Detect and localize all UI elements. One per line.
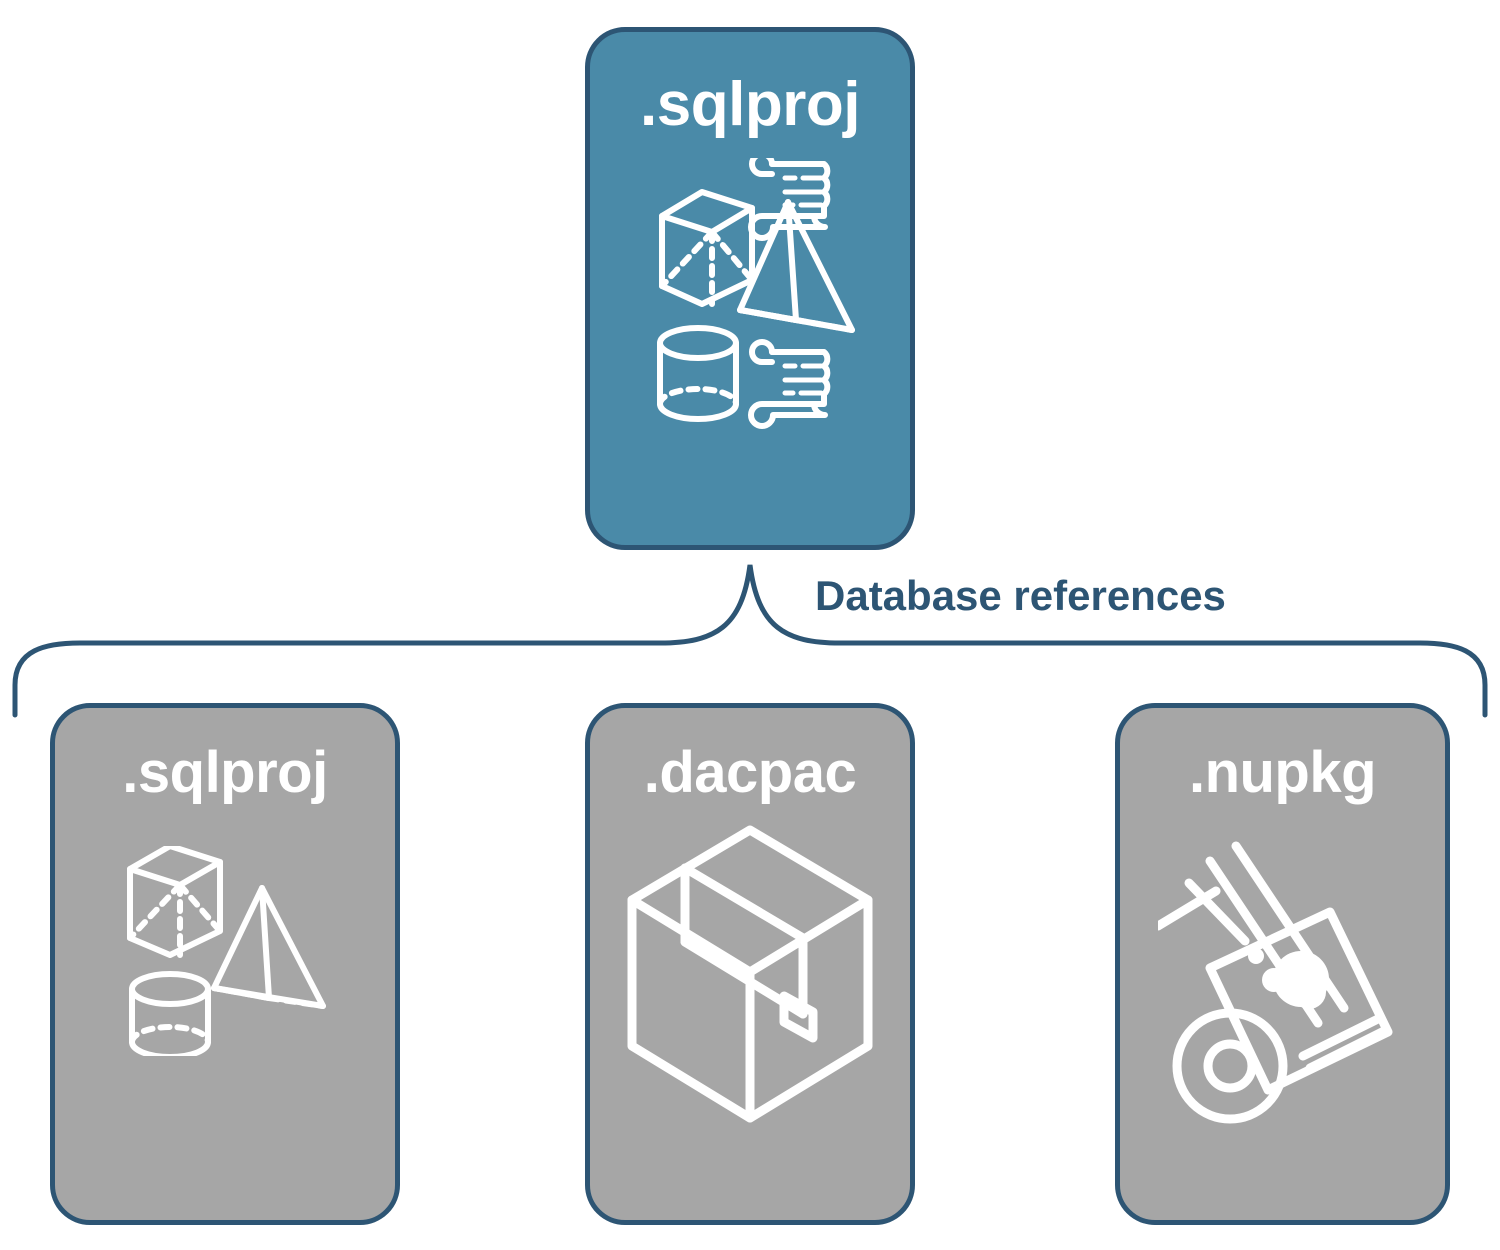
card-title: .sqlproj [122, 740, 328, 805]
node-card-sqlproj-reference[interactable]: .sqlproj [50, 703, 400, 1225]
brace-connector-label: Database references [815, 572, 1226, 619]
pyramid-shape [737, 199, 855, 333]
pyramid-shape [210, 885, 326, 1009]
cylinder-shape [128, 971, 211, 1056]
package-box-icon [627, 825, 873, 1123]
hand-truck-icon [1157, 841, 1392, 1124]
card-title: .sqlproj [640, 70, 860, 139]
node-card-sqlproj-root[interactable]: .sqlproj [585, 27, 915, 550]
brace-path [12, 564, 1488, 718]
node-card-dacpac[interactable]: .dacpac [585, 703, 915, 1225]
cube-shape [126, 846, 223, 958]
node-card-nupkg[interactable]: .nupkg [1115, 703, 1450, 1225]
database-objects-icon [657, 158, 855, 429]
scroll-icon-bottom [748, 339, 831, 429]
scroll-icon-top [748, 158, 831, 241]
nuget-package-shape [1205, 907, 1392, 1095]
shipping-box-shape [627, 825, 873, 1123]
card-title: .dacpac [643, 740, 857, 805]
database-objects-icon [126, 846, 326, 1056]
cylinder-shape [657, 325, 739, 422]
card-title: .nupkg [1188, 740, 1377, 805]
cube-shape [659, 189, 755, 307]
